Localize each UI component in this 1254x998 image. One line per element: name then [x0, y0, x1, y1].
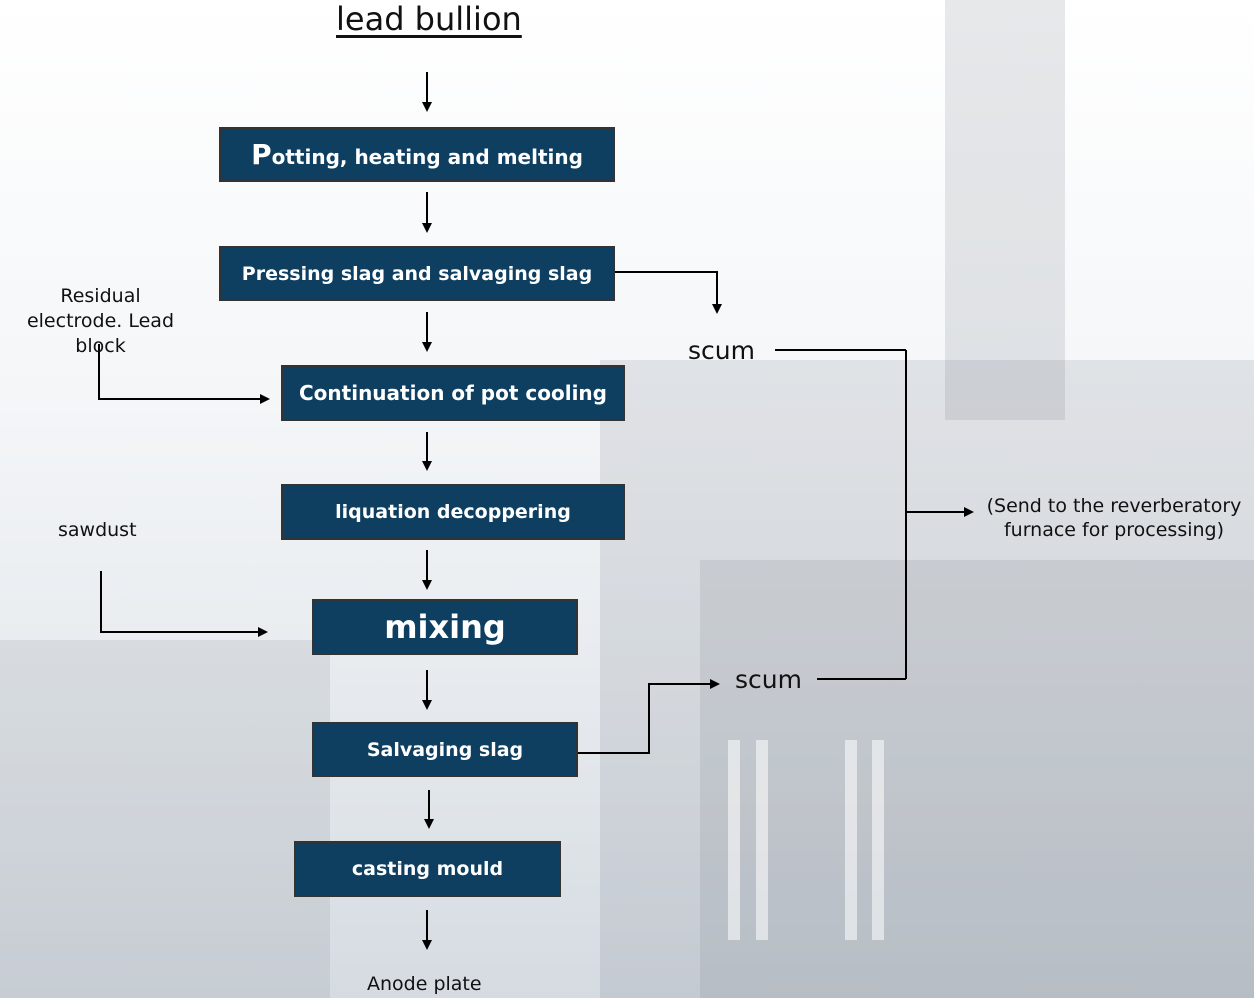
- diagram-title: lead bullion: [336, 0, 522, 38]
- step-salvaging-slag: Salvaging slag: [312, 722, 578, 777]
- step-mixing: mixing: [312, 599, 578, 655]
- input-residual-label: Residual electrode. Lead block: [26, 285, 175, 357]
- input-residual-arrow: [98, 344, 270, 404]
- reverberatory-label: (Send to the reverberatory furnace for p…: [986, 495, 1242, 541]
- step-pressing-salvaging-slag: Pressing slag and salvaging slag: [219, 246, 615, 301]
- scum-top-label: scum: [688, 336, 755, 365]
- scum-bottom-label: scum: [735, 665, 802, 694]
- step-liquation-decoppering: liquation decoppering: [281, 484, 625, 540]
- branch-to-scum-bottom: [560, 679, 720, 754]
- step-casting-mould: casting mould: [294, 841, 561, 897]
- step-continuation-pot-cooling: Continuation of pot cooling: [281, 365, 625, 421]
- input-sawdust-label: sawdust: [58, 519, 137, 541]
- product-anode-plate-label: Anode plate: [367, 973, 482, 995]
- step-potting-heating-melting: Potting, heating and melting: [219, 127, 615, 182]
- input-sawdust-arrow: [100, 571, 268, 637]
